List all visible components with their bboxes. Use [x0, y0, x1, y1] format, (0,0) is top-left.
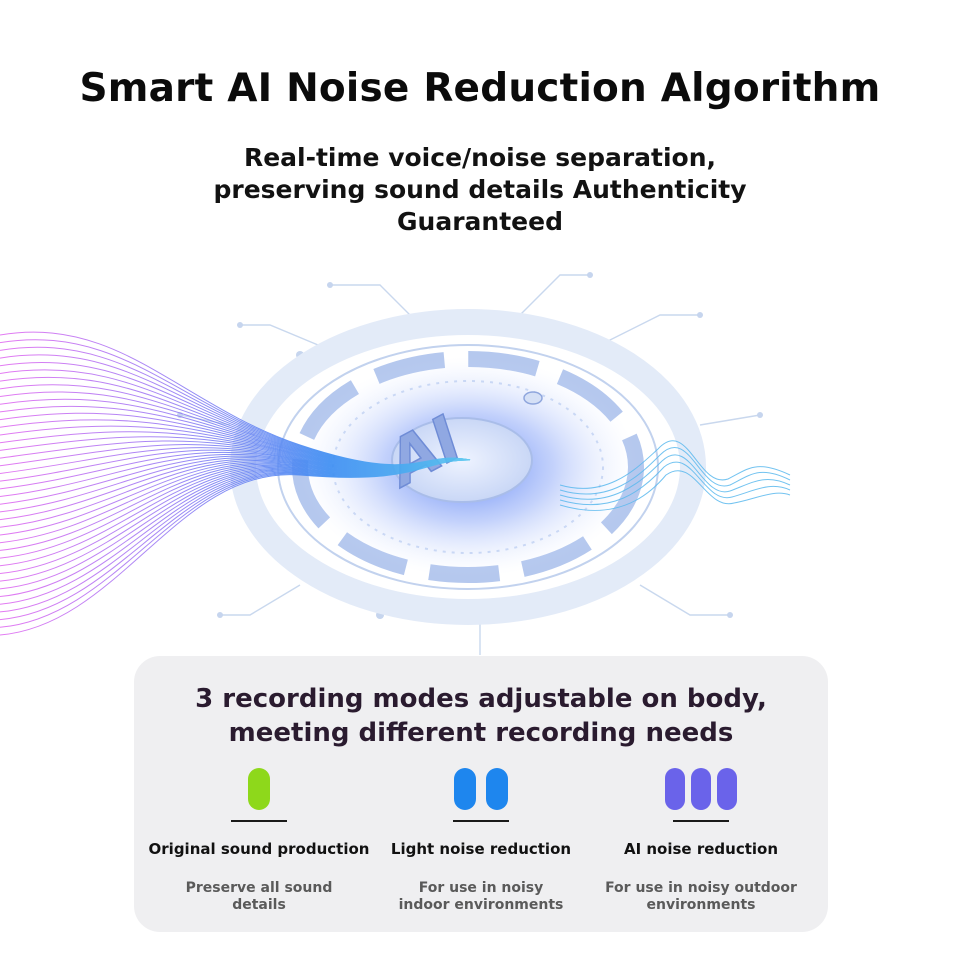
mode-divider	[673, 820, 729, 822]
subtitle-line: preserving sound details Authenticity	[213, 175, 747, 204]
subtitle-line: Real-time voice/noise separation,	[243, 143, 717, 172]
left-sound-wave	[0, 331, 471, 636]
mode-divider	[231, 820, 287, 822]
modes-title: 3 recording modes adjustable on body, me…	[134, 682, 828, 750]
double-bar-icon	[366, 768, 596, 810]
mode-divider	[453, 820, 509, 822]
wave-line	[0, 459, 471, 636]
modes-title-line: meeting different recording needs	[228, 718, 734, 748]
page-title: Smart AI Noise Reduction Algorithm	[79, 66, 881, 111]
mode-label: Original sound production	[148, 840, 370, 858]
right-sound-wave	[559, 440, 791, 511]
mode-light: Light noise reduction For use in noisy i…	[366, 768, 596, 914]
subtitle-line: Guaranteed	[397, 207, 563, 236]
mode-label: AI noise reduction	[623, 840, 779, 858]
triple-bar-icon	[586, 768, 816, 810]
single-bar-icon	[144, 768, 374, 810]
mode-description: Preserve all sound details	[185, 880, 333, 913]
page-subtitle: Real-time voice/noise separation, preser…	[180, 142, 780, 238]
recording-modes-card: 3 recording modes adjustable on body, me…	[134, 656, 828, 932]
ai-chip-illustration: AI	[0, 272, 791, 655]
mode-ai: AI noise reduction For use in noisy outd…	[586, 768, 816, 914]
mode-label: Light noise reduction	[390, 840, 572, 858]
mode-original: Original sound production Preserve all s…	[144, 768, 374, 914]
mode-description: For use in noisy outdoor environments	[605, 880, 797, 913]
circuit-lines	[179, 274, 761, 655]
modes-title-line: 3 recording modes adjustable on body,	[195, 684, 767, 714]
mode-description: For use in noisy indoor environments	[398, 880, 564, 913]
